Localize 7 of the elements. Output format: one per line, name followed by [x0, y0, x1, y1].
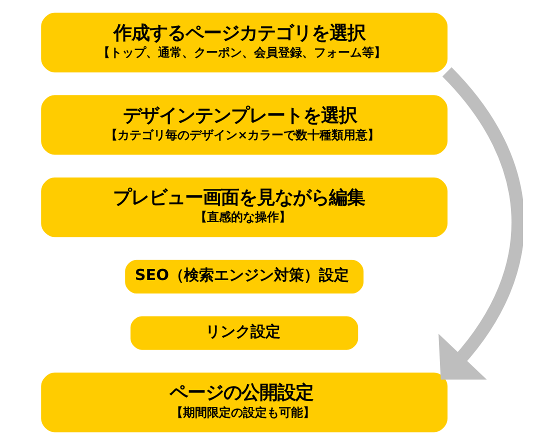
node-box: リンク設定	[130, 316, 358, 350]
node-box: プレビュー画面を見ながら編集 【直感的な操作】	[41, 177, 448, 237]
arrow	[438, 66, 523, 380]
node-box: デザインテンプレートを選択 【カテゴリ毎のデザイン×カラーで数十種類用意】	[41, 94, 448, 154]
node-box: 作成するページカテゴリを選択 【トップ、通常、クーポン、会員登録、フォーム等】	[41, 12, 448, 72]
node-box: ページの公開設定 【期間限定の設定も可能】	[41, 372, 448, 432]
node-box: SEO（検索エンジン対策）設定	[125, 259, 364, 293]
